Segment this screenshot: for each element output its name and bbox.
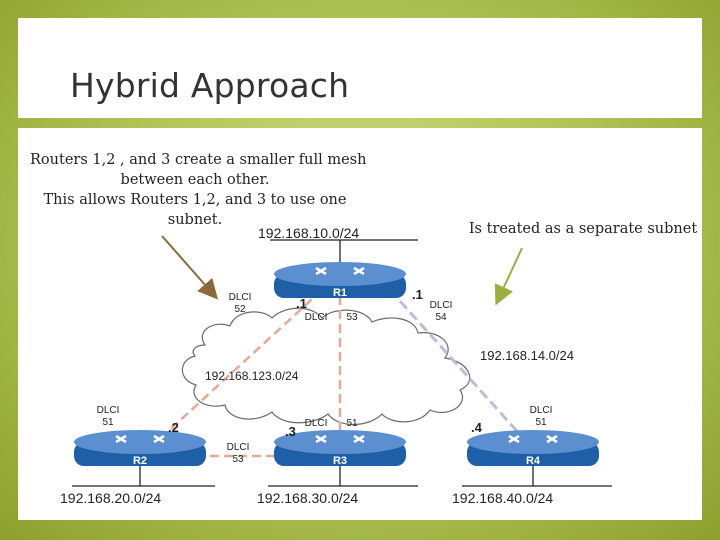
- dlci-word-r1-r3: DLCI: [305, 312, 328, 323]
- frame-relay-cloud: [181, 307, 471, 425]
- dlci-word-r1-r2: DLCI: [229, 292, 252, 303]
- dlci-r3-r1: 51: [346, 418, 358, 429]
- left-caption: Routers 1,2 , and 3 create a smaller ful…: [30, 150, 367, 230]
- dlci-r1-r4: 54: [435, 312, 447, 323]
- router-r2-label: R2: [133, 455, 147, 467]
- router-r4-label: R4: [526, 455, 541, 467]
- subnet-r1-r4: 192.168.14.0/24: [480, 348, 574, 363]
- pvc-r1-r4: [388, 288, 527, 442]
- dlci-r1-r3: 53: [346, 312, 358, 323]
- host-id-r1-r4: .1: [412, 287, 423, 302]
- dlci-word-r2-r1: DLCI: [97, 405, 120, 416]
- router-r2[interactable]: R2: [74, 430, 206, 467]
- caption-line-1: Routers 1,2 , and 3 create a smaller ful…: [30, 152, 367, 168]
- host-id-r1-mesh: .1: [296, 296, 307, 311]
- subnet-r3-lan: 192.168.30.0/24: [257, 490, 358, 506]
- slide-title: Hybrid Approach: [70, 66, 350, 105]
- dlci-word-r2-r3: DLCI: [227, 442, 250, 453]
- caption-line-2: between each other.: [120, 172, 270, 188]
- dlci-r1-r2: 52: [234, 304, 246, 315]
- router-r3[interactable]: R3: [274, 430, 406, 467]
- subnet-mesh: 192.168.123.0/24: [205, 369, 299, 383]
- title-panel: Hybrid Approach: [18, 18, 702, 118]
- dlci-word-r1-r4: DLCI: [430, 300, 453, 311]
- router-r1-label: R1: [333, 287, 347, 299]
- subnet-r1-lan: 192.168.10.0/24: [258, 225, 359, 241]
- subnet-r2-lan: 192.168.20.0/24: [60, 490, 161, 506]
- router-r1[interactable]: R1: [274, 262, 406, 299]
- right-caption: Is treated as a separate subnet: [468, 221, 698, 237]
- host-id-r3: .3: [285, 424, 296, 439]
- dlci-r2-r1: 51: [102, 417, 114, 428]
- dlci-word-r4-r1: DLCI: [530, 405, 553, 416]
- dlci-word-r3-r1: DLCI: [305, 418, 328, 429]
- router-r4[interactable]: R4: [467, 430, 599, 467]
- left-callout-arrow: [161, 235, 218, 300]
- dlci-r2-r3: 53: [232, 454, 244, 465]
- router-r3-label: R3: [333, 455, 347, 467]
- right-callout-arrow: [494, 247, 523, 306]
- pvc-r1-r2: [149, 289, 323, 449]
- dlci-r4-r1: 51: [535, 417, 547, 428]
- caption-line-4: subnet.: [167, 212, 223, 228]
- host-id-r4: .4: [471, 420, 483, 435]
- subnet-r4-lan: 192.168.40.0/24: [452, 490, 553, 506]
- host-id-r2: .2: [168, 420, 179, 435]
- caption-line-3: This allows Routers 1,2, and 3 to use on…: [43, 192, 347, 208]
